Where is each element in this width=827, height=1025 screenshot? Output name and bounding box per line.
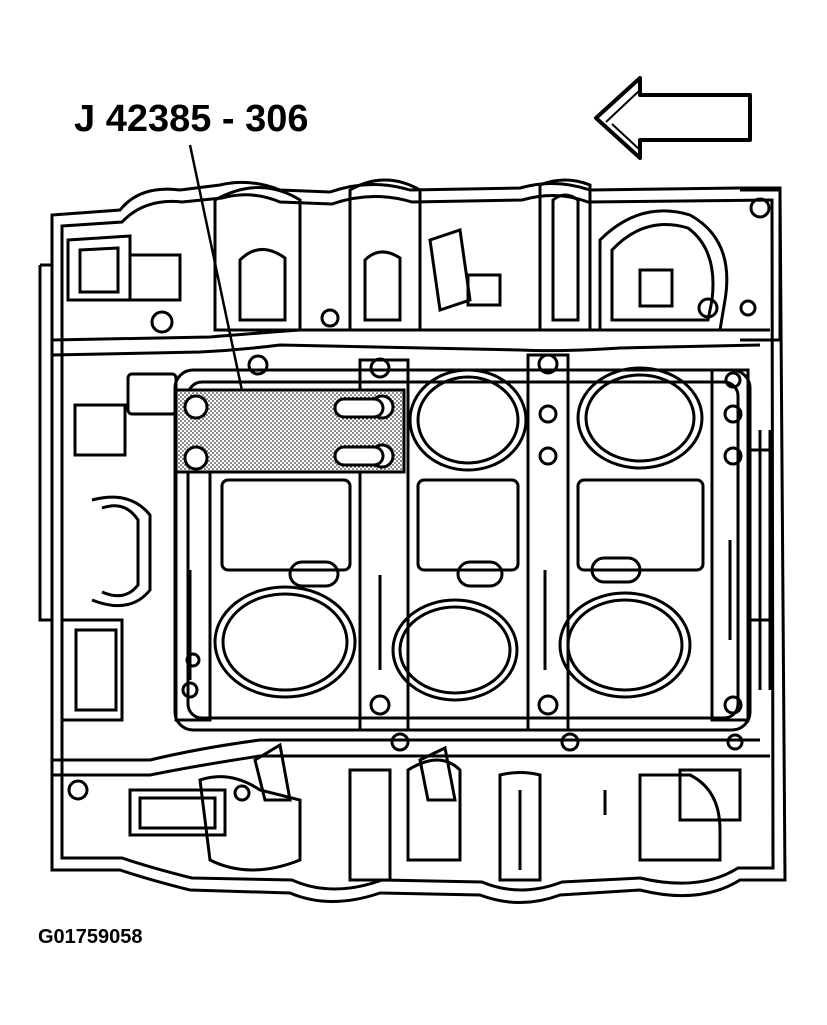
upper-cylinder-section [66,178,771,334]
arrow-left-icon [594,76,752,160]
figure-id: G01759058 [38,926,143,948]
fixture-plate-icon [174,388,406,474]
engine-block-outline [38,180,787,904]
tool-callout-label: J 42385 - 306 [74,98,309,140]
cylinder-bank [173,353,752,732]
lower-cylinder-section [67,732,744,882]
